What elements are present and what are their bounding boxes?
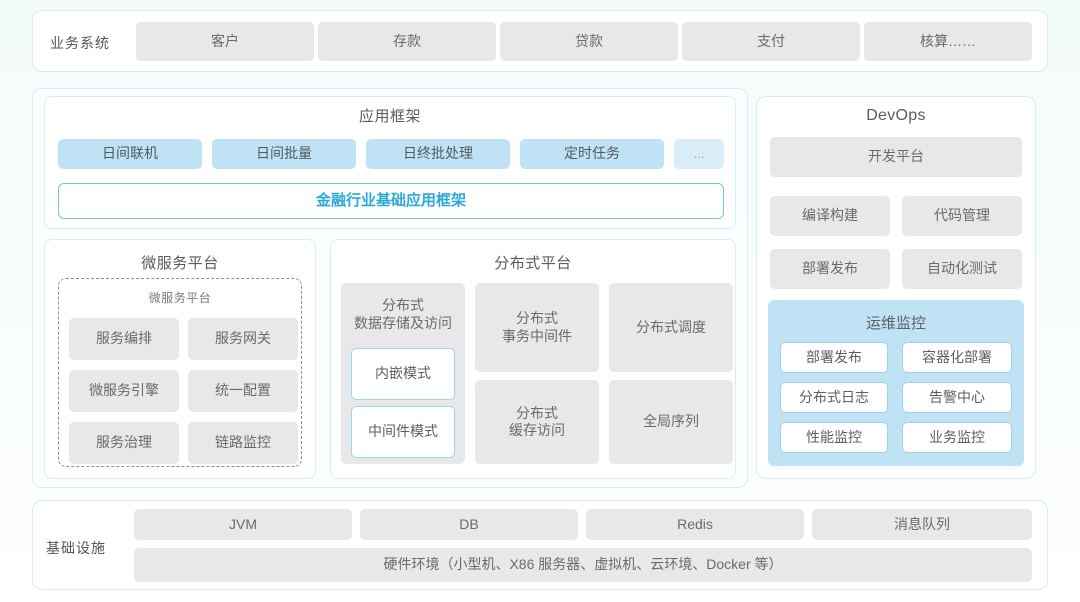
devops-item-build[interactable]: 编译构建 [770,196,890,236]
infra-item-redis[interactable]: Redis [586,509,804,540]
business-item-customer[interactable]: 客户 [136,22,314,61]
dp-item-data-storage-access-label: 分布式 数据存储及访问 [354,297,452,331]
distributed-platform-title: 分布式平台 [494,255,572,272]
business-item-payment[interactable]: 支付 [682,22,860,61]
app-framework-item-eod-batch[interactable]: 日终批处理 [366,139,510,169]
ops-item-distributed-log[interactable]: 分布式日志 [780,382,888,413]
dp-item-transaction-middleware[interactable]: 分布式 事务中间件 [475,283,599,372]
ms-item-unified-config[interactable]: 统一配置 [188,370,298,412]
infra-item-db[interactable]: DB [360,509,578,540]
infra-item-message-queue[interactable]: 消息队列 [812,509,1032,540]
ops-item-container-deploy[interactable]: 容器化部署 [902,342,1012,373]
infrastructure-label: 基础设施 [46,540,106,556]
ms-item-governance[interactable]: 服务治理 [69,422,179,464]
ops-item-alert-center[interactable]: 告警中心 [902,382,1012,413]
dp-item-global-sequence[interactable]: 全局序列 [609,380,733,464]
devops-item-code-management[interactable]: 代码管理 [902,196,1022,236]
ops-monitoring-title: 运维监控 [865,315,926,332]
app-framework-item-daytime-batch[interactable]: 日间批量 [212,139,356,169]
business-system-label: 业务系统 [50,35,110,51]
microservice-platform-title: 微服务平台 [141,255,219,272]
devops-item-dev-platform[interactable]: 开发平台 [770,137,1022,177]
ops-item-business-monitor[interactable]: 业务监控 [902,422,1012,453]
ms-item-orchestration[interactable]: 服务编排 [69,318,179,360]
app-framework-item-more[interactable]: ... [674,139,724,169]
ms-item-engine[interactable]: 微服务引擎 [69,370,179,412]
ops-item-deploy-release[interactable]: 部署发布 [780,342,888,373]
app-framework-item-daytime-online[interactable]: 日间联机 [58,139,202,169]
dp-item-cache-access[interactable]: 分布式 缓存访问 [475,380,599,464]
microservice-inner-title: 微服务平台 [148,291,212,305]
dp-item-scheduling[interactable]: 分布式调度 [609,283,733,372]
ms-item-trace-monitor[interactable]: 链路监控 [188,422,298,464]
business-item-loan[interactable]: 贷款 [500,22,678,61]
devops-item-deploy-release[interactable]: 部署发布 [770,249,890,289]
app-framework-title: 应用框架 [358,108,421,125]
infra-hardware-environment[interactable]: 硬件环境（小型机、X86 服务器、虚拟机、云环境、Docker 等） [134,548,1032,582]
devops-title: DevOps [866,107,926,124]
finance-base-framework-bar[interactable]: 金融行业基础应用框架 [58,183,724,219]
business-item-accounting[interactable]: 核算…… [864,22,1032,61]
infra-item-jvm[interactable]: JVM [134,509,352,540]
devops-item-automated-test[interactable]: 自动化测试 [902,249,1022,289]
business-item-deposit[interactable]: 存款 [318,22,496,61]
dp-mode-embedded[interactable]: 内嵌模式 [351,348,455,400]
ops-item-performance-monitor[interactable]: 性能监控 [780,422,888,453]
ms-item-gateway[interactable]: 服务网关 [188,318,298,360]
dp-mode-middleware[interactable]: 中间件模式 [351,406,455,458]
microservice-inner-dashed-box: 微服务平台 [58,278,302,467]
app-framework-item-scheduled-task[interactable]: 定时任务 [520,139,664,169]
